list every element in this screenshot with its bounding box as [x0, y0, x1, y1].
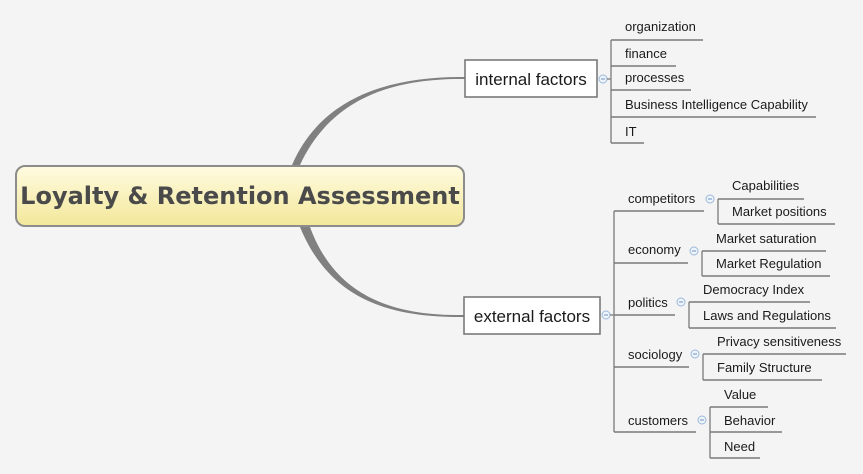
group-politics: politics Democracy Index Laws and Regula… [614, 282, 836, 329]
root-connectors [292, 76, 465, 318]
internal-factors-label: internal factors [475, 70, 587, 89]
group-customers-label[interactable]: customers [628, 413, 688, 428]
node-capabilities[interactable]: Capabilities [732, 178, 800, 193]
group-competitors: competitors Capabilities Market position… [614, 178, 835, 225]
group-economy: economy Market saturation Market Regulat… [614, 231, 830, 277]
root-node-box [15, 165, 465, 227]
node-it[interactable]: IT [625, 124, 637, 139]
root-node[interactable]: Loyalty & Retention Assessment [15, 165, 465, 227]
node-privacy-sensitiveness[interactable]: Privacy sensitiveness [717, 334, 842, 349]
group-sociology-label[interactable]: sociology [628, 347, 683, 362]
connector-root-internal [292, 76, 465, 165]
internal-factors-branch: internal factors organization finance pr… [464, 19, 816, 144]
node-need[interactable]: Need [724, 439, 755, 454]
node-value[interactable]: Value [724, 387, 756, 402]
group-competitors-label[interactable]: competitors [628, 191, 696, 206]
group-politics-label[interactable]: politics [628, 295, 668, 310]
external-factors-label: external factors [474, 307, 590, 326]
node-family-structure[interactable]: Family Structure [717, 360, 812, 375]
node-democracy-index[interactable]: Democracy Index [703, 282, 805, 297]
group-sociology: sociology Privacy sensitiveness Family S… [614, 334, 846, 381]
node-laws-and-regulations[interactable]: Laws and Regulations [703, 308, 831, 323]
node-behavior[interactable]: Behavior [724, 413, 776, 428]
node-organization[interactable]: organization [625, 19, 696, 34]
node-market-regulation[interactable]: Market Regulation [716, 256, 822, 271]
node-market-positions[interactable]: Market positions [732, 204, 827, 219]
node-market-saturation[interactable]: Market saturation [716, 231, 816, 246]
connector-root-external [300, 227, 465, 318]
node-business-intelligence-capability[interactable]: Business Intelligence Capability [625, 97, 808, 112]
root-node-label: Loyalty & Retention Assessment [20, 182, 460, 210]
internal-factors-box[interactable] [464, 59, 598, 98]
external-factors-branch: external factors competitors Capabilitie… [463, 178, 846, 459]
group-economy-label[interactable]: economy [628, 242, 681, 257]
external-factors-box[interactable] [463, 296, 601, 335]
node-finance[interactable]: finance [625, 46, 667, 61]
group-customers: customers Value Behavior Need [614, 387, 782, 459]
node-processes[interactable]: processes [625, 70, 685, 85]
